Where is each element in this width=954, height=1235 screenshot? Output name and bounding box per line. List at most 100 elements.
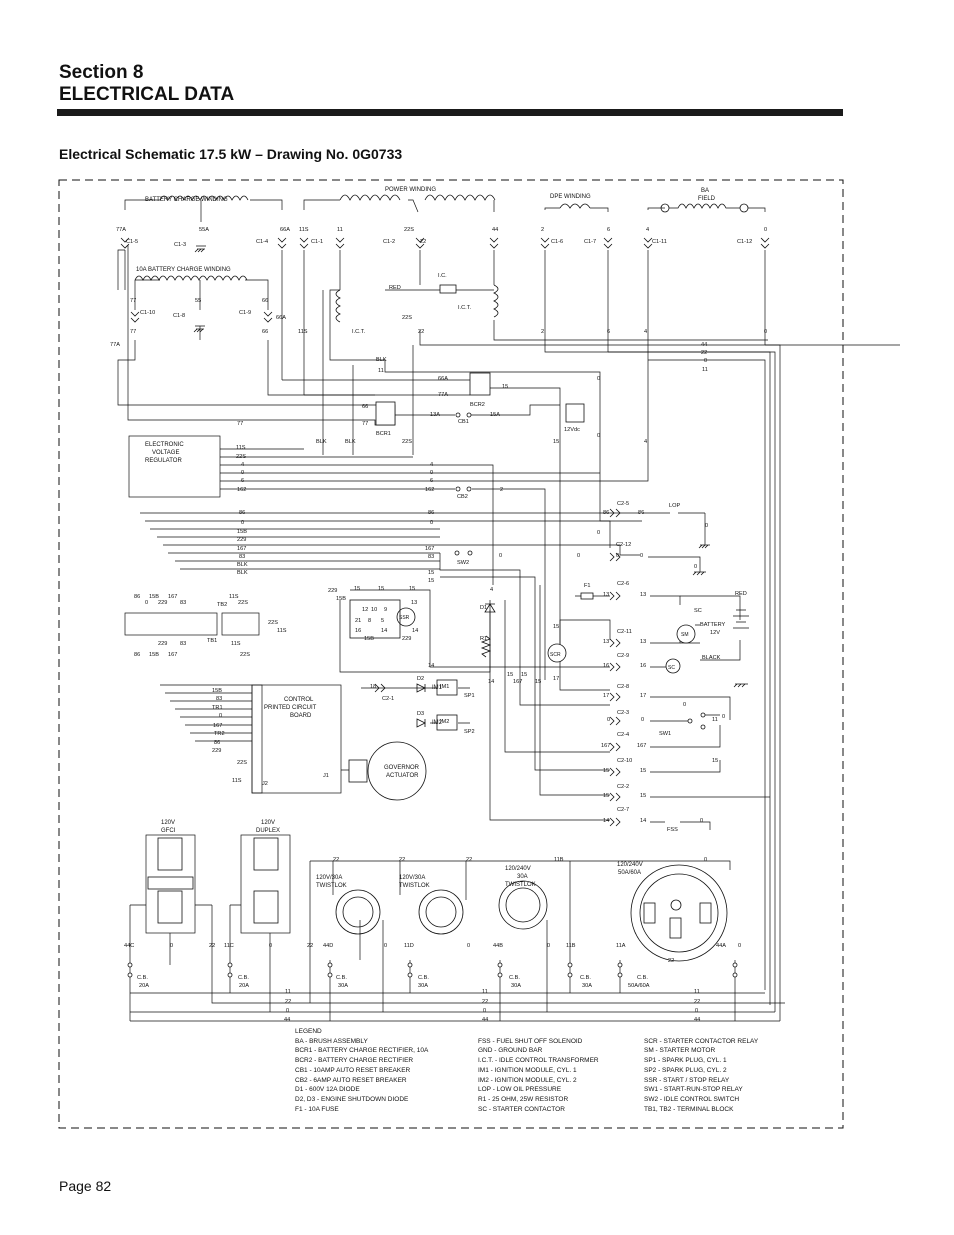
wire-label: 229 <box>212 748 221 754</box>
wire-label: 30A <box>338 983 348 989</box>
legend-item: GND - GROUND BAR <box>478 1047 543 1055</box>
wire-label: 0 <box>695 1008 698 1014</box>
starter-contactor <box>665 658 681 674</box>
wire-label: 15B <box>149 594 159 600</box>
wire-label: 16 <box>640 663 646 669</box>
wire-label: 0 <box>269 943 272 949</box>
wire-label: 17 <box>640 693 646 699</box>
wire-label: 15B <box>149 652 159 658</box>
wire-label: LOP <box>669 503 680 509</box>
wire-label: C1-12 <box>737 239 752 245</box>
wire-label: 11S <box>298 329 308 335</box>
wire-label: F1 <box>584 583 591 589</box>
fuse-f1 <box>580 592 594 600</box>
wire-label: 50A/60A <box>628 983 650 989</box>
schematic-border <box>58 179 844 1129</box>
wire-label: 4 <box>241 462 244 468</box>
wire-label: 2 <box>541 329 544 335</box>
wire-label: 8 <box>368 618 371 624</box>
wire-label: 22 <box>209 943 215 949</box>
wire-label: SC <box>694 608 702 614</box>
label-cpcb-3: BOARD <box>290 713 312 719</box>
wire-label: 77 <box>362 421 368 427</box>
wire-label: SP1 <box>464 693 475 699</box>
page-number: Page 82 <box>59 1178 112 1194</box>
wire-label: 22 <box>466 857 472 863</box>
im1-module <box>436 679 458 696</box>
wire-label: 15 <box>712 758 718 764</box>
legend-item: CB1 - 10AMP AUTO RESET BREAKER <box>295 1066 411 1074</box>
wire-label: 44 <box>701 342 707 348</box>
wire-label: 55A <box>199 227 209 233</box>
legend-item: SC - STARTER CONTACTOR <box>478 1105 565 1113</box>
wire-label: 11A <box>616 943 626 949</box>
wire-label: 6 <box>607 227 610 233</box>
wire-label: 6 <box>241 478 244 484</box>
wire-label: 13 <box>603 592 609 598</box>
connector-icons <box>120 237 770 827</box>
wire-label: C2-3 <box>617 710 629 716</box>
wire-label: 0 <box>499 553 502 559</box>
wire-label: 0 <box>640 553 643 559</box>
wire-label: 21 <box>355 618 361 624</box>
im2-module <box>436 714 458 731</box>
label-sc: SC <box>668 665 675 671</box>
legend-item: SW1 - START-RUN-STOP RELAY <box>644 1086 743 1094</box>
wire-label: 0 <box>607 717 610 723</box>
starter-motor <box>676 624 696 644</box>
wire-label: 11S <box>229 594 239 600</box>
wire-label: C2-12 <box>616 542 631 548</box>
label-cpcb-1: CONTROL <box>284 697 314 703</box>
wire-label: 44B <box>493 943 503 949</box>
wire-label: 229 <box>158 641 167 647</box>
wire-label: 15 <box>507 672 513 678</box>
ground-icon <box>193 245 748 688</box>
label-ssr: SSR <box>399 615 410 621</box>
label-tw1-1: 120V/30A <box>316 875 342 881</box>
section-title: Section 8 ELECTRICAL DATA <box>59 62 234 106</box>
wire-label: CB2 <box>457 494 468 500</box>
wire-label: C2-2 <box>617 784 629 790</box>
wire-label: C2-4 <box>617 732 629 738</box>
wire-label: 4 <box>646 227 649 233</box>
wire-label: 2 <box>500 487 503 493</box>
wire-label: 22S <box>404 227 414 233</box>
wire-label: 86 <box>603 510 609 516</box>
wire-label: C1-4 <box>256 239 268 245</box>
wire-label: 66 <box>362 404 368 410</box>
wire-label: C.B. <box>418 975 429 981</box>
wire-label: RED <box>389 285 401 291</box>
wire-label: 22S <box>236 454 246 460</box>
wire-label: C2-8 <box>617 684 629 690</box>
diode-d3 <box>416 718 426 728</box>
wire-label: 13 <box>640 639 646 645</box>
bcr1-rectifier <box>375 401 396 426</box>
wire-label: 0 <box>430 520 433 526</box>
label-evr-1: ELECTRONIC <box>145 442 184 448</box>
wire-label: C2-10 <box>617 758 632 764</box>
wire-label: 0 <box>170 943 173 949</box>
wire-label: 12Vdc <box>564 427 580 433</box>
wire-label: 14 <box>603 818 609 824</box>
wire-label: TB2 <box>217 602 227 608</box>
wire-label: D2 <box>417 676 424 682</box>
wire-label: BLK <box>237 562 248 568</box>
wire-label: 15 <box>354 586 360 592</box>
wire-label: 77A <box>116 227 126 233</box>
wire-label: 22 <box>418 329 424 335</box>
label-evr-3: REGULATOR <box>145 458 182 464</box>
wire-label: 0 <box>705 523 708 529</box>
wire-label: 22 <box>307 943 313 949</box>
label-tw3-1: 120/240V <box>505 866 531 872</box>
wire-label: 22 <box>333 857 339 863</box>
wire-label: 22 <box>668 958 674 964</box>
wire-label: 83 <box>180 641 186 647</box>
wire-label: 11C <box>224 943 234 949</box>
legend-item: SCR - STARTER CONTACTOR RELAY <box>644 1037 759 1045</box>
wire-label: C1-2 <box>383 239 395 245</box>
wire-label: 15 <box>428 578 434 584</box>
label-evr-2: VOLTAGE <box>152 450 179 456</box>
label-cpcb-2: PRINTED CIRCUIT <box>264 705 317 711</box>
wire-label: BLK <box>316 439 327 445</box>
wire-label: 15 <box>640 768 646 774</box>
